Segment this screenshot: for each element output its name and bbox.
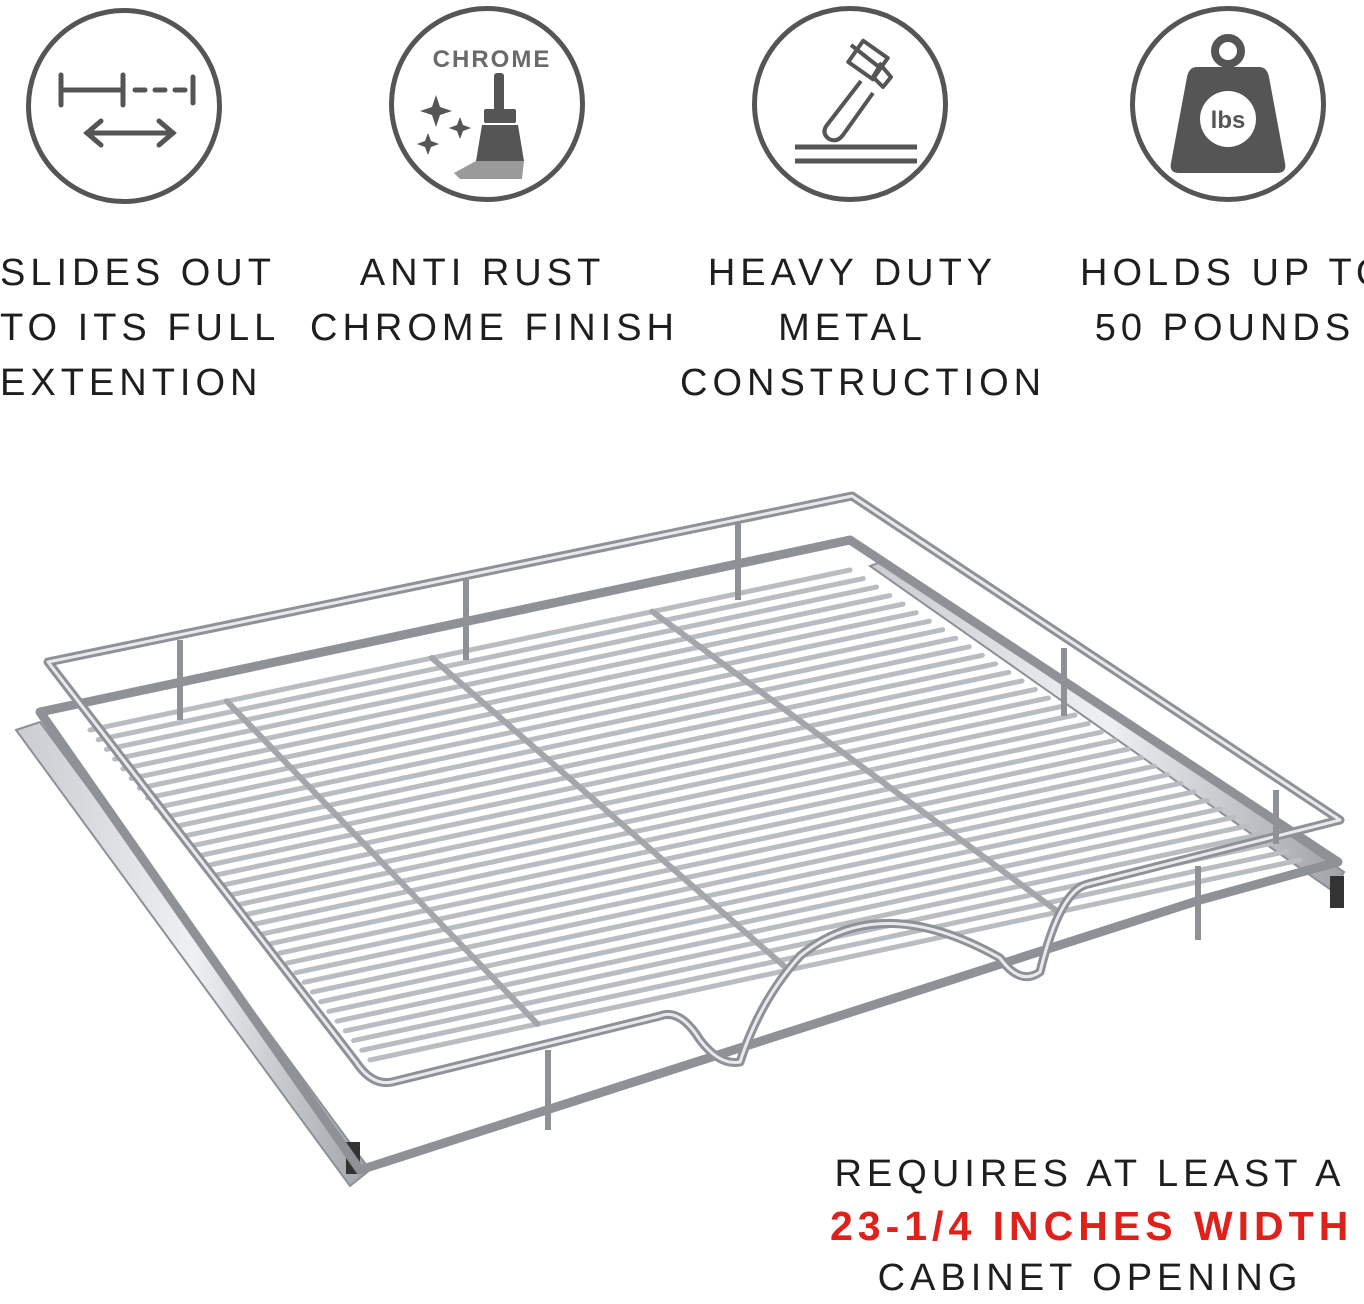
shelf-wire bbox=[153, 635, 959, 811]
note-line-1: REQUIRES AT LEAST A bbox=[834, 1153, 1346, 1195]
shelf-wire bbox=[227, 712, 1078, 898]
caption-anti-rust: ANTI RUST CHROME FINISH bbox=[310, 246, 679, 356]
shelf-support-wire bbox=[649, 608, 1062, 915]
shelf-wire bbox=[169, 652, 985, 830]
shelf-wire bbox=[87, 567, 853, 733]
shelf-wire bbox=[260, 746, 1131, 937]
shelf-wire bbox=[178, 661, 999, 840]
caption-line: TO ITS FULL bbox=[0, 307, 281, 349]
shelf-wire bbox=[326, 814, 1237, 1014]
note-line-3: CABINET OPENING bbox=[877, 1257, 1303, 1299]
shelf-wire bbox=[219, 703, 1065, 888]
shelf-wire bbox=[301, 789, 1197, 985]
shelf-wire bbox=[103, 584, 879, 752]
caption-line: SLIDES OUT bbox=[0, 252, 276, 294]
shelf-wire bbox=[318, 806, 1224, 1005]
shelf-wire bbox=[186, 669, 1012, 849]
tray-frame-highlight bbox=[46, 494, 1342, 1085]
cabinet-requirement-note: REQUIRES AT LEAST A 23-1/4 INCHES WIDTH … bbox=[830, 1148, 1350, 1304]
shelf-wires bbox=[87, 567, 1303, 1063]
shelf-wire bbox=[211, 695, 1052, 879]
shelf-wire bbox=[112, 593, 893, 762]
caption-line: CONSTRUCTION bbox=[680, 362, 1047, 404]
caption-line: HEAVY DUTY bbox=[707, 252, 998, 294]
caption-heavy-duty: HEAVY DUTY METAL CONSTRUCTION bbox=[680, 246, 1047, 411]
shelf-wire bbox=[342, 831, 1263, 1034]
badge-extension bbox=[26, 8, 222, 204]
shelf-support-wire bbox=[429, 655, 792, 973]
shelf-wire bbox=[293, 780, 1184, 976]
badge-lbs-text: lbs bbox=[1211, 107, 1246, 134]
weight-icon: lbs bbox=[1170, 34, 1286, 173]
badge-weight: lbs bbox=[1130, 6, 1326, 202]
shelf-wire bbox=[235, 721, 1091, 908]
shelf-wire bbox=[276, 763, 1157, 956]
caption-line: HOLDS UP TO bbox=[1080, 252, 1364, 294]
caption-line: 50 POUNDS bbox=[1094, 307, 1356, 349]
shelf-wire bbox=[145, 627, 946, 801]
caption-line: METAL bbox=[778, 307, 927, 349]
tray-posts bbox=[177, 522, 1279, 1130]
caption-slides-out: SLIDES OUT TO ITS FULL EXTENTION bbox=[0, 246, 281, 411]
shelf-wire bbox=[309, 797, 1210, 995]
shelf-wire bbox=[194, 678, 1025, 859]
shelf-wire bbox=[136, 618, 932, 791]
badge-hammer bbox=[752, 6, 948, 202]
caption-holds-50: HOLDS UP TO 50 POUNDS bbox=[1080, 246, 1364, 356]
caption-line: CHROME FINISH bbox=[310, 307, 679, 349]
shelf-wire bbox=[161, 644, 972, 820]
shelf-wire bbox=[334, 823, 1250, 1024]
wire-tray-illustration bbox=[14, 491, 1346, 1188]
shelf-wire bbox=[367, 857, 1303, 1063]
shelf-wire bbox=[128, 610, 919, 782]
shelf-wire bbox=[359, 848, 1290, 1053]
shelf-wire bbox=[285, 772, 1171, 966]
caption-line: EXTENTION bbox=[0, 362, 263, 404]
shelf-wire bbox=[120, 601, 906, 772]
shelf-wire bbox=[202, 686, 1038, 869]
rail-stop-right bbox=[1330, 876, 1344, 908]
badge-chrome: CHROME bbox=[389, 6, 585, 202]
shelf-wire bbox=[252, 738, 1118, 927]
shelf-wire bbox=[95, 576, 866, 743]
extension-ruler-icon bbox=[58, 72, 196, 148]
shelf-wire bbox=[268, 755, 1144, 947]
note-highlight-width: 23-1/4 INCHES WIDTH bbox=[830, 1203, 1354, 1249]
badge-chrome-text: CHROME bbox=[433, 46, 552, 73]
shelf-wire bbox=[243, 729, 1104, 917]
chrome-brush-icon: CHROME bbox=[417, 46, 552, 179]
hammer-icon bbox=[795, 38, 917, 164]
caption-line: ANTI RUST bbox=[359, 252, 606, 294]
shelf-support-wire bbox=[223, 698, 541, 1027]
